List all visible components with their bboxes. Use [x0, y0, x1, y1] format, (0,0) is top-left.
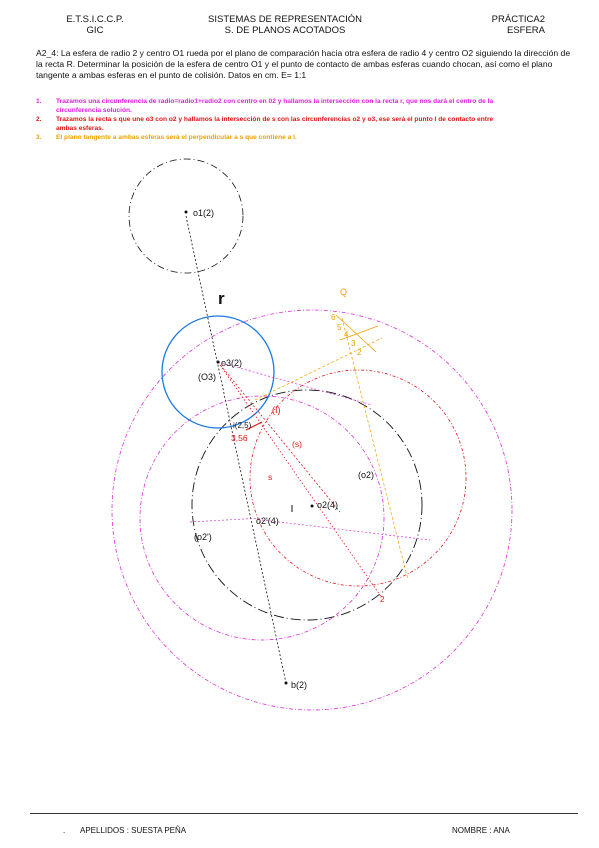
subject-subtitle: S. DE PLANOS ACOTADOS	[224, 25, 346, 36]
label-s: s	[268, 472, 272, 482]
step-text: Trazamos la recta s que une o3 con o2 y …	[56, 116, 494, 132]
practice-title: PRÁCTICA2	[491, 14, 545, 25]
point-b	[284, 681, 288, 685]
header-school-block: E.T.S.I.C.C.P. GIC	[55, 14, 135, 36]
magenta-circle-o2p	[139, 395, 385, 641]
step-number: 3.	[36, 134, 42, 141]
footer-surname: APELLIDOS : SUESTA PEÑA	[80, 826, 187, 835]
header-subject-block: SISTEMAS DE REPRESENTACIÓN S. DE PLANOS …	[180, 14, 390, 36]
header-practice-block: PRÁCTICA2 ESFERA	[450, 14, 545, 36]
label-o1: o1(2)	[193, 208, 214, 218]
orange-line-2	[254, 337, 383, 401]
label-s-par: (s)	[292, 439, 302, 449]
step-1: 1. Trazamos una circunferencia de radio=…	[36, 97, 496, 115]
sphere-o3-solution-circle	[161, 315, 275, 429]
label-i: i(2,5)	[233, 421, 252, 430]
line-s	[217, 361, 341, 513]
line-s-rebatida	[217, 361, 383, 599]
red-circle-rebatida	[249, 369, 467, 587]
orange-line-1	[341, 317, 409, 581]
point-o3	[216, 360, 220, 364]
sphere-o1-circle	[128, 158, 244, 274]
label-r: r	[218, 289, 225, 308]
label-o2-prime: o2'(4)	[256, 516, 279, 526]
label-I: (I)	[272, 405, 281, 415]
label-O3: (O3)	[198, 372, 216, 382]
label-O2-prime: (o2')	[194, 532, 212, 542]
course-code: GIC	[86, 25, 104, 36]
label-q4: 4	[344, 330, 349, 339]
step-number: 2.	[36, 116, 42, 123]
red-mark-i	[245, 421, 263, 431]
step-2: 2. Trazamos la recta s que une o3 con o2…	[36, 115, 496, 133]
problem-statement: A2_4: La esfera de radio 2 y centro O1 r…	[36, 48, 571, 80]
label-q3: 3	[351, 339, 356, 348]
line-r	[185, 215, 287, 684]
sphere-o2-circle	[191, 389, 423, 621]
subject-title: SISTEMAS DE REPRESENTACIÓN	[208, 14, 362, 25]
label-o2: o2(4)	[317, 500, 338, 510]
orange-scale-line	[335, 314, 377, 353]
magenta-line-1	[217, 361, 373, 406]
point-o1	[184, 210, 188, 214]
label-q6: 6	[331, 313, 336, 322]
magenta-line-2	[261, 519, 431, 541]
practice-subtitle: ESFERA	[506, 25, 545, 36]
footer-rule	[30, 813, 578, 814]
label-q2: 2	[357, 348, 362, 357]
school-name: E.T.S.I.C.C.P.	[66, 14, 124, 25]
label-3-56: 3,56	[231, 433, 248, 443]
magenta-arc-large	[111, 309, 513, 711]
magenta-line-3	[189, 517, 263, 523]
step-text: Trazamos una circunferencia de radio=rad…	[56, 98, 494, 114]
label-q5: 5	[337, 323, 342, 332]
solution-steps: 1. Trazamos una circunferencia de radio=…	[36, 97, 496, 142]
label-o3: o3(2)	[221, 358, 242, 368]
footer-dot: .	[63, 826, 66, 835]
label-O2: (o2)	[358, 470, 374, 480]
orange-tick	[339, 325, 379, 341]
footer-name: NOMBRE : ANA	[452, 826, 510, 835]
label-b: b(2)	[291, 680, 307, 690]
label-Q: Q	[340, 287, 347, 297]
label-n2: 2	[380, 595, 385, 604]
point-o2	[310, 504, 314, 508]
step-3: 3. El plano tangente a ambas esferas ser…	[36, 133, 496, 142]
step-number: 1.	[36, 98, 42, 105]
step-text: El plano tangente a ambas esferas será e…	[56, 134, 297, 141]
